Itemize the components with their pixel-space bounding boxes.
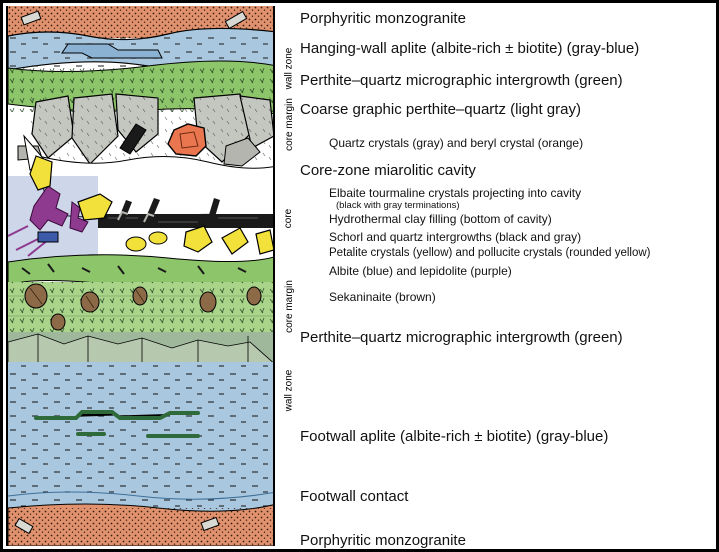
label-porphyritic-monzogranite-bottom: Porphyritic monzogranite: [300, 532, 466, 549]
label-petalite-pollucite: Petalite crystals (yellow) and pollucite…: [329, 247, 651, 259]
footwall-aplite-layer: [8, 362, 275, 512]
zone-label-wall-zone-bottom: wall zone: [282, 360, 296, 420]
label-footwall-aplite: Footwall aplite (albite-rich ± biotite) …: [300, 428, 608, 445]
perthite-quartz-bottom-layer: [8, 332, 275, 366]
label-coarse-graphic: Coarse graphic perthite–quartz (light gr…: [300, 101, 581, 118]
monzogranite-bottom-layer: [8, 504, 275, 546]
label-miarolitic-cavity: Core-zone miarolitic cavity: [300, 162, 476, 179]
label-elbaite: Elbaite tourmaline crystals projecting i…: [329, 186, 581, 200]
zone-label-core-margin-bottom: core margin: [282, 276, 296, 336]
zone-label-core: core: [282, 196, 296, 240]
label-elbaite-note: (black with gray terminations): [336, 200, 460, 211]
label-hanging-wall-aplite: Hanging-wall aplite (albite-rich ± bioti…: [300, 40, 639, 57]
label-footwall-contact: Footwall contact: [300, 488, 408, 505]
zone-label-wall-zone-top: wall zone: [282, 38, 296, 98]
zone-label-core-margin-top: core margin: [282, 94, 296, 154]
label-perthite-quartz-top: Perthite–quartz micrographic intergrowth…: [300, 72, 623, 89]
label-perthite-quartz-bottom: Perthite–quartz micrographic intergrowth…: [300, 329, 623, 346]
pegmatite-cross-section: [6, 6, 275, 546]
label-porphyritic-monzogranite-top: Porphyritic monzogranite: [300, 10, 466, 27]
label-schorl-quartz: Schorl and quartz intergrowths (black an…: [329, 230, 581, 244]
label-quartz-beryl: Quartz crystals (gray) and beryl crystal…: [329, 136, 583, 150]
label-sekaninaite: Sekaninaite (brown): [329, 290, 436, 304]
label-albite-lepidolite: Albite (blue) and lepidolite (purple): [329, 264, 512, 278]
label-hydrothermal-clay: Hydrothermal clay filling (bottom of cav…: [329, 212, 552, 226]
